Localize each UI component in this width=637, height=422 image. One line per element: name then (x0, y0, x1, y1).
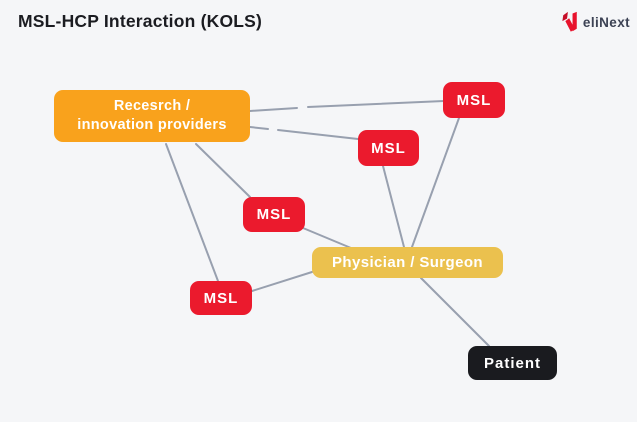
node-physician-surgeon: Physician / Surgeon (312, 247, 503, 278)
page-title: MSL-HCP Interaction (KOLS) (18, 11, 263, 31)
edge-research-innovation-providers-to-msl-3 (195, 143, 251, 198)
elinext-logo: eliNext (562, 11, 630, 33)
edge-physician-surgeon-to-patient (420, 277, 490, 347)
node-msl-1: MSL (443, 82, 505, 118)
node-msl-3: MSL (243, 197, 305, 232)
edge-msl-2-to-physician-surgeon (382, 165, 405, 248)
edge-research-innovation-providers-to-msl-2 (277, 129, 359, 140)
elinext-n-icon (562, 11, 577, 32)
node-research-innovation-providers: Recesrch / innovation providers (54, 90, 250, 142)
edge-msl-1-to-physician-surgeon (411, 117, 460, 248)
edge-research-innovation-providers-to-msl-1 (249, 107, 298, 112)
edge-research-innovation-providers-to-msl-2 (249, 126, 269, 130)
node-patient: Patient (468, 346, 557, 380)
node-msl-4: MSL (190, 281, 252, 315)
node-msl-2: MSL (358, 130, 419, 166)
edge-msl-4-to-physician-surgeon (251, 271, 313, 292)
elinext-logo-text: eliNext (582, 14, 630, 30)
edge-research-innovation-providers-to-msl-4 (165, 143, 219, 282)
edge-msl-3-to-physician-surgeon (302, 227, 352, 249)
edge-research-innovation-providers-to-msl-1 (307, 100, 445, 108)
